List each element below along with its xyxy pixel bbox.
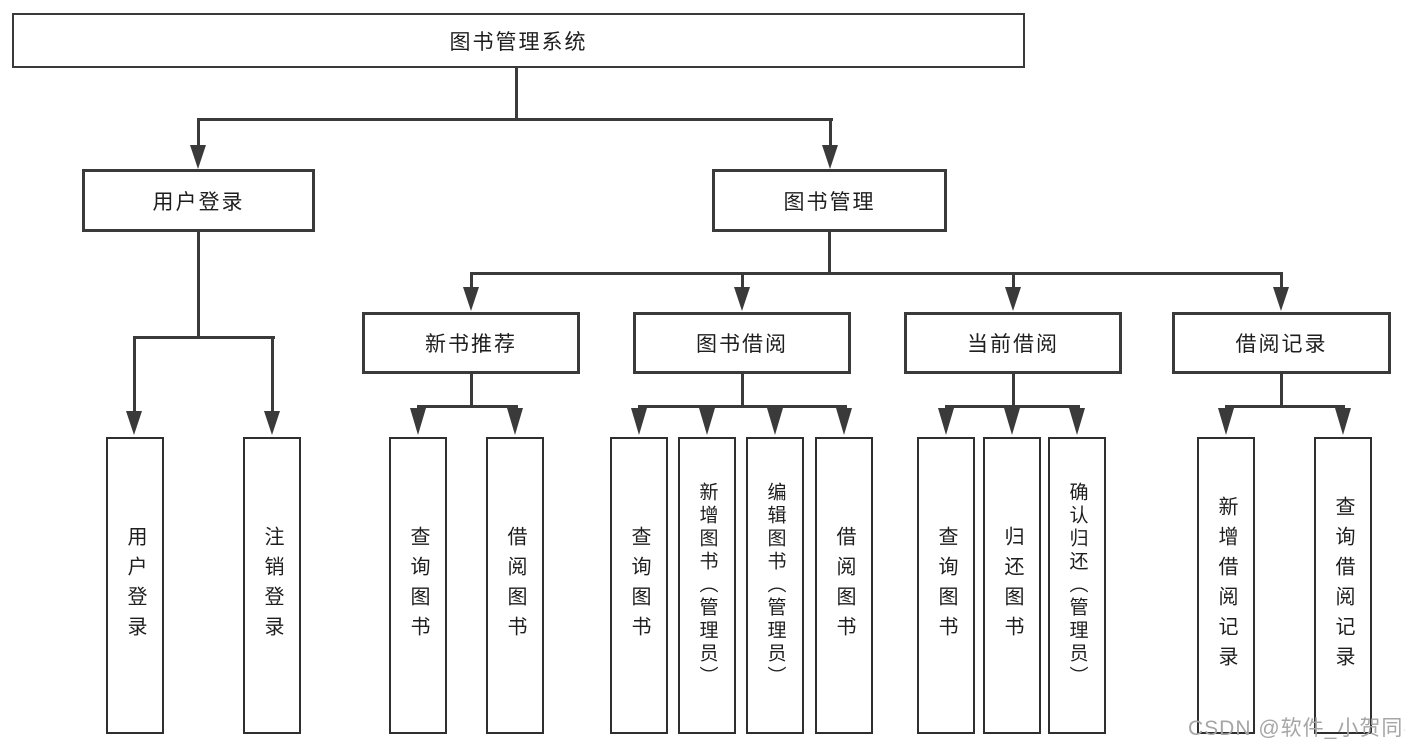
- arrowhead-borrowing-records: [1273, 287, 1289, 311]
- node-book-management: 图书管理: [712, 169, 947, 232]
- connector-root-crossbar: [197, 118, 833, 121]
- connector-user-login-drop: [197, 121, 200, 147]
- node-current-borrowing: 当前借阅: [904, 312, 1122, 374]
- leaf-borrow-books-recommendation: 借阅图书: [486, 437, 544, 734]
- connector-groupD-stem: [1280, 374, 1283, 405]
- arrowhead-groupC-confirm-return: [1069, 408, 1085, 435]
- connector-new-book-drop: [470, 275, 473, 289]
- connector-groupB-crossbar: [638, 405, 847, 408]
- arrowhead-groupC-return-books: [1004, 408, 1020, 435]
- node-label: 新书推荐: [425, 333, 517, 356]
- node-label: 图书借阅: [696, 333, 788, 356]
- connector-root-stem: [515, 68, 518, 118]
- node-new-book-recommendation: 新书推荐: [362, 312, 580, 374]
- connector-groupA-stem: [470, 374, 473, 405]
- node-label: 当前借阅: [967, 333, 1059, 356]
- leaf-label: 归还图书: [1001, 525, 1023, 646]
- connector-groupA-crossbar: [417, 405, 518, 408]
- leaf-query-borrow-record: 查询借阅记录: [1314, 437, 1372, 734]
- node-label: 图书管理系统: [449, 30, 588, 54]
- connector-borrow-records-drop: [1280, 275, 1283, 289]
- connector-groupC-crossbar: [945, 405, 1080, 408]
- connector-level3-crossbar: [470, 272, 1283, 275]
- leaf-add-books-admin: 新增图书（管理员）: [678, 437, 736, 734]
- node-label: 用户登录: [152, 190, 245, 214]
- connector-leaf-login-drop: [133, 339, 136, 412]
- leaf-edit-books-admin: 编辑图书（管理员）: [746, 437, 804, 734]
- arrowhead-leaf-logout: [264, 411, 280, 435]
- leaf-label: 用户登录: [124, 525, 146, 646]
- leaf-add-borrow-record: 新增借阅记录: [1197, 437, 1255, 734]
- leaf-label: 借阅图书: [504, 525, 526, 646]
- leaf-label: 查询图书: [935, 525, 957, 646]
- arrowhead-user-login: [190, 145, 206, 169]
- leaf-query-books-recommendation: 查询图书: [389, 437, 447, 734]
- leaf-query-books-current: 查询图书: [917, 437, 975, 734]
- leaf-confirm-return-admin: 确认归还（管理员）: [1048, 437, 1106, 734]
- leaf-label: 借阅图书: [833, 525, 855, 646]
- leaf-label: 新增图书（管理员）: [696, 482, 718, 689]
- node-book-borrowing: 图书借阅: [633, 312, 851, 374]
- node-user-login: 用户登录: [82, 169, 315, 232]
- leaf-label: 查询借阅记录: [1332, 495, 1354, 676]
- node-borrowing-records: 借阅记录: [1172, 312, 1391, 374]
- connector-book-borrow-drop: [741, 275, 744, 289]
- watermark: CSDN @软件_小贺同学: [1188, 717, 1405, 740]
- leaf-return-books: 归还图书: [983, 437, 1041, 734]
- arrowhead-groupD-query-record: [1335, 408, 1351, 435]
- node-library-management-system: 图书管理系统: [12, 13, 1025, 68]
- connector-groupB-stem: [741, 374, 744, 405]
- leaf-label: 确认归还（管理员）: [1066, 482, 1088, 689]
- arrowhead-current-borrowing: [1005, 287, 1021, 311]
- connector-groupC-stem: [1012, 374, 1015, 405]
- connector-current-borrow-drop: [1012, 275, 1015, 289]
- arrowhead-leaf-user-login: [126, 411, 142, 435]
- arrowhead-groupB-edit-books: [767, 408, 783, 435]
- arrowhead-groupA-query-books: [410, 408, 426, 435]
- arrowhead-groupA-borrow-books: [507, 408, 523, 435]
- arrowhead-groupD-add-record: [1218, 408, 1234, 435]
- connector-leaf-logout-drop: [271, 339, 274, 412]
- leaf-label: 查询图书: [407, 525, 429, 646]
- leaf-label: 注销登录: [261, 525, 283, 646]
- arrowhead-book-borrowing: [734, 287, 750, 311]
- arrowhead-groupC-query-books: [938, 408, 954, 435]
- connector-user-login-crossbar: [133, 336, 275, 339]
- leaf-query-books-borrowing: 查询图书: [610, 437, 668, 734]
- node-label: 借阅记录: [1235, 333, 1328, 356]
- arrowhead-book-management: [822, 145, 838, 169]
- arrowhead-new-book-recommendation: [463, 287, 479, 311]
- leaf-logout: 注销登录: [243, 437, 301, 734]
- connector-user-login-stem: [197, 232, 200, 336]
- arrowhead-groupB-borrow-books: [836, 408, 852, 435]
- connector-groupD-crossbar: [1225, 405, 1345, 408]
- node-label: 图书管理: [783, 190, 876, 214]
- leaf-label: 查询图书: [628, 525, 650, 646]
- connector-book-mgmt-drop: [829, 121, 832, 147]
- leaf-label: 编辑图书（管理员）: [764, 482, 786, 689]
- arrowhead-groupB-query-books: [631, 408, 647, 435]
- leaf-borrow-books-borrowing: 借阅图书: [815, 437, 873, 734]
- leaf-label: 新增借阅记录: [1215, 495, 1237, 676]
- connector-book-mgmt-stem: [828, 232, 831, 272]
- leaf-user-login: 用户登录: [106, 437, 164, 734]
- arrowhead-groupB-add-books: [699, 408, 715, 435]
